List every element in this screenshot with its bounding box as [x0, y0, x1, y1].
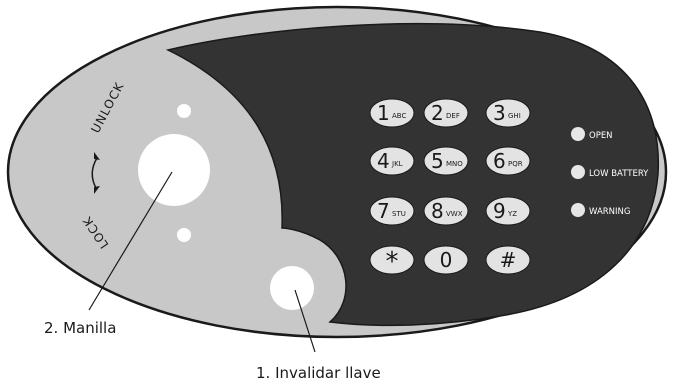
key-hash-symbol: #	[500, 248, 517, 272]
rotation-arrowhead-down-icon	[94, 186, 100, 194]
key-1[interactable]: 1 ABC	[369, 98, 415, 128]
indicator-low-battery-led-icon	[571, 165, 585, 179]
rotation-arrowhead-up-icon	[94, 152, 100, 160]
key-5[interactable]: 5 MNO	[423, 146, 469, 176]
key-6-letters: PQR	[508, 160, 523, 168]
key-3-digit: 3	[493, 101, 506, 125]
indicator-low-battery-label: LOW BATTERY	[589, 169, 649, 179]
handle-callout: 2. Manilla	[44, 319, 116, 337]
indicator-warning-label: WARNING	[589, 207, 630, 217]
key-6[interactable]: 6 PQR	[485, 146, 531, 176]
key-9-letters: YZ	[507, 210, 517, 218]
override-key-hole	[270, 266, 314, 310]
key-2[interactable]: 2 DEF	[423, 98, 469, 128]
indicator-open-label: OPEN	[589, 131, 613, 141]
key-4[interactable]: 4 JKL	[369, 146, 415, 176]
key-2-letters: DEF	[446, 112, 460, 120]
key-4-digit: 4	[377, 149, 390, 173]
key-5-letters: MNO	[446, 160, 463, 168]
key-0[interactable]: 0	[423, 245, 469, 275]
key-star[interactable]: *	[369, 245, 415, 277]
key-0-digit: 0	[440, 248, 453, 272]
key-3[interactable]: 3 GHI	[485, 98, 531, 128]
handle-callout-line	[88, 171, 173, 311]
key-4-letters: JKL	[391, 160, 403, 168]
key-star-symbol: *	[386, 247, 399, 277]
indicator-warning: WARNING	[571, 203, 630, 217]
indicator-open: OPEN	[571, 127, 613, 141]
key-9[interactable]: 9 YZ	[485, 196, 531, 226]
handle-hub	[138, 134, 210, 206]
key-2-digit: 2	[431, 101, 444, 125]
keypad-dark-region	[165, 23, 660, 327]
key-5-digit: 5	[431, 149, 444, 173]
key-7-letters: STU	[392, 210, 406, 218]
key-8[interactable]: 8 VWX	[423, 196, 469, 226]
key-3-letters: GHI	[508, 112, 521, 120]
override-key-callout-line	[294, 289, 316, 353]
key-8-letters: VWX	[446, 210, 463, 218]
override-key-callout: 1. Invalidar llave	[256, 364, 381, 382]
keypad: 1 ABC 2 DEF 3 GHI 4 JKL 5 MNO 6 PQR	[369, 98, 531, 277]
rotation-arrow	[91, 157, 98, 189]
handle-pin-bottom	[177, 228, 191, 242]
key-7[interactable]: 7 STU	[369, 196, 415, 226]
indicator-warning-led-icon	[571, 203, 585, 217]
key-9-digit: 9	[493, 199, 506, 223]
handle-pin-top	[177, 104, 191, 118]
indicator-low-battery: LOW BATTERY	[571, 165, 649, 179]
key-1-letters: ABC	[392, 112, 406, 120]
key-8-digit: 8	[431, 199, 444, 223]
key-hash[interactable]: #	[485, 245, 531, 275]
key-1-digit: 1	[377, 101, 390, 125]
key-6-digit: 6	[493, 149, 506, 173]
indicator-open-led-icon	[571, 127, 585, 141]
key-7-digit: 7	[377, 199, 390, 223]
